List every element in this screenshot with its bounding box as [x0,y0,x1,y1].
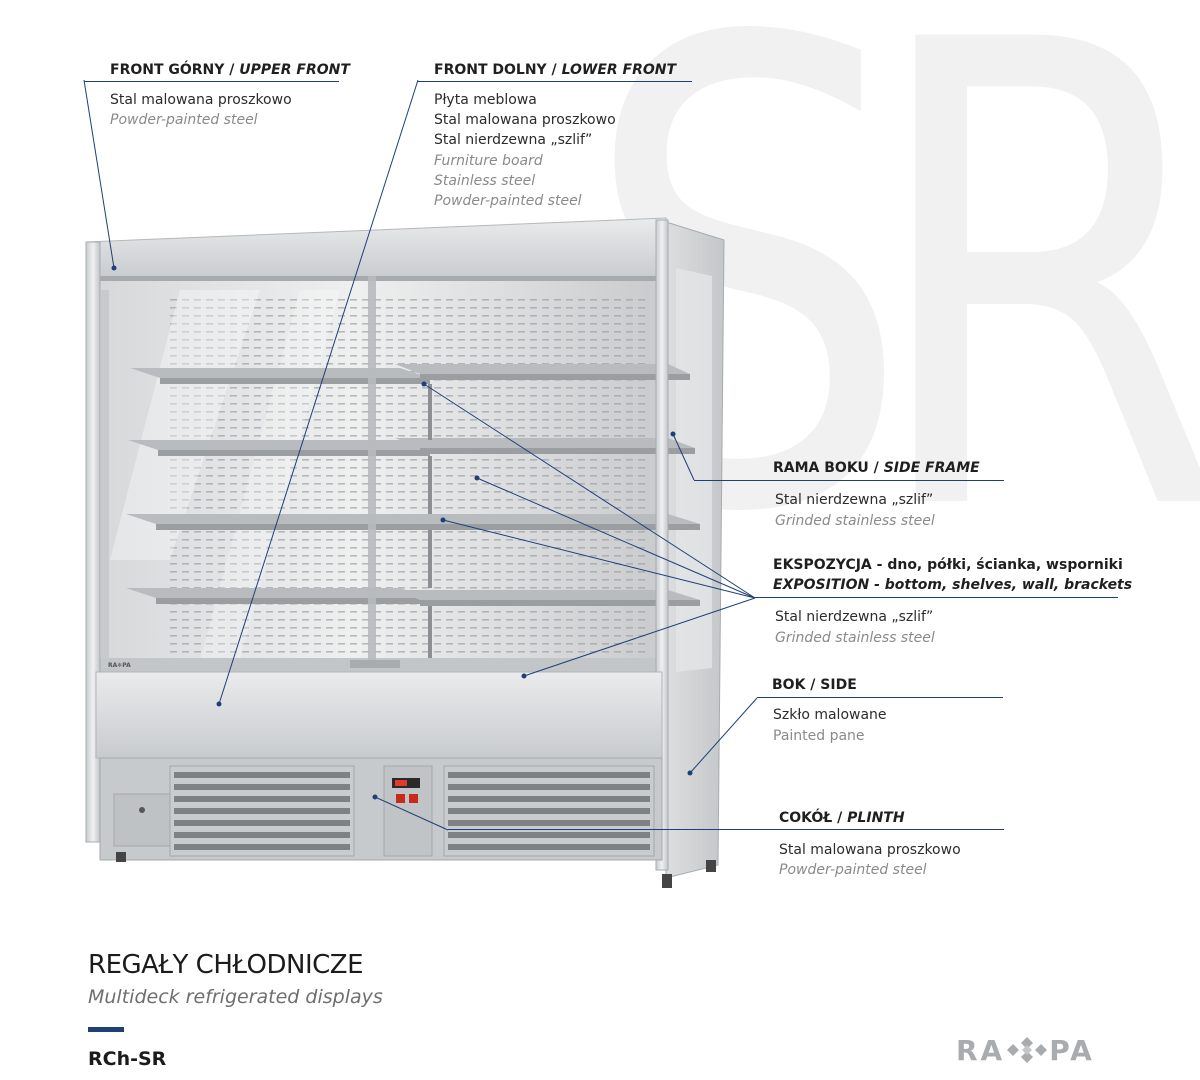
callout-exposition-material-en: Grinded stainless steel [775,630,935,646]
cabinet-body: RA❄PA [85,217,725,888]
brand-logo-right: PA [1049,1034,1095,1067]
cabinet-logo: RA❄PA [108,662,131,669]
vent-grille-right [443,765,655,857]
callout-upper-front-material-en: Powder-painted steel [110,112,258,128]
leader-lower-front [218,79,419,705]
callout-side-frame-title: RAMA BOKU / SIDE FRAME [773,460,980,476]
snowflake-icon [1007,1037,1048,1063]
callout-side-frame-material-en: Grinded stainless steel [775,513,935,529]
callout-lower-front-material-en-2: Stainless steel [434,173,536,189]
accent-bar [88,1027,124,1032]
callout-exposition-title-en: EXPOSITION - bottom, shelves, wall, brac… [773,577,1133,593]
brand-logo-left: RA [956,1034,1006,1067]
callout-lower-front-material-pl-1: Płyta meblowa [434,92,537,108]
callout-exposition-material-pl: Stal nierdzewna „szlif” [775,609,934,625]
callout-lower-front-material-en-1: Furniture board [434,153,543,169]
leader-exposition-1 [423,383,756,599]
callout-lower-front-rule [418,81,692,82]
vent-grille-left [169,765,355,857]
callout-plinth-title: COKÓŁ / PLINTH [779,810,905,826]
callout-upper-front-material-pl: Stal malowana proszkowo [110,92,292,108]
callout-side-frame-material-pl: Stal nierdzewna „szlif” [775,492,934,508]
callout-lower-front-material-en-3: Powder-painted steel [434,193,582,209]
callout-plinth-rule [448,829,1004,830]
brand-logo: RA PA [956,1034,1095,1067]
leader-plinth [374,796,449,831]
callout-side-title: BOK / SIDE [772,677,857,693]
callout-upper-front-title: FRONT GÓRNY / UPPER FRONT [110,62,350,78]
callout-side-material-pl: Szkło malowane [773,707,887,723]
leader-lines [83,79,758,831]
leader-dots [111,265,693,800]
leader-upper-front [83,79,115,269]
callout-side-rule [757,697,1003,698]
page-subtitle: Multideck refrigerated displays [88,986,383,1008]
leader-exposition-4 [523,597,756,677]
callout-upper-front-rule [84,81,339,82]
model-name: RCh-SR [88,1048,167,1070]
callout-plinth-material-pl: Stal malowana proszkowo [779,842,961,858]
callout-lower-front-title: FRONT DOLNY / LOWER FRONT [434,62,677,78]
leader-exposition-2 [476,477,756,599]
control-panel [383,765,433,857]
leader-side [689,697,758,774]
callout-exposition-rule [755,597,1118,598]
callout-plinth-material-en: Powder-painted steel [779,862,927,878]
leader-exposition-3 [442,519,756,599]
page-title: REGAŁY CHŁODNICZE [88,950,364,980]
callout-side-frame-rule [694,480,1004,481]
callout-lower-front-material-pl-3: Stal nierdzewna „szlif” [434,132,593,148]
callout-side-material-en: Painted pane [773,728,865,744]
callout-lower-front-material-pl-2: Stal malowana proszkowo [434,112,616,128]
callout-exposition-title-pl: EKSPOZYCJA - dno, półki, ścianka, wsporn… [773,557,1123,573]
leader-side-frame [672,433,695,481]
